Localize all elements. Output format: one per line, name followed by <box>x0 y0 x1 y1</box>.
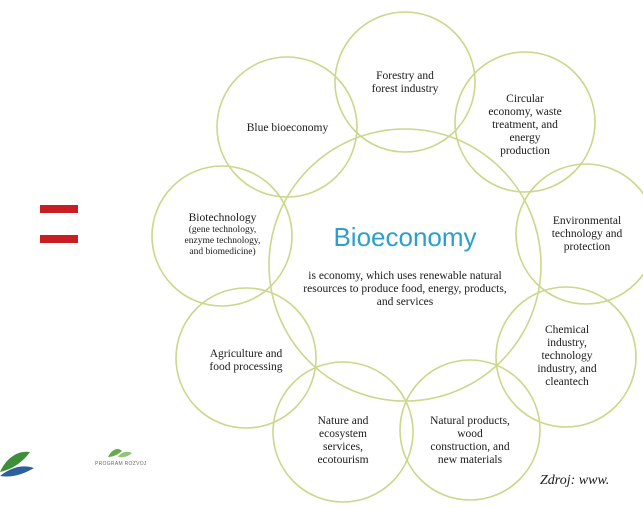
partner-logo-icon <box>0 451 34 477</box>
equals-sign-bottom-bar <box>40 235 78 243</box>
center-description: is economy, which uses renewable natural… <box>303 270 507 308</box>
circle-environmental <box>515 163 643 305</box>
center-title: Bioeconomy <box>333 222 477 252</box>
program-logo-icon <box>108 449 132 458</box>
circle-chemical <box>495 286 637 428</box>
central-circle <box>268 128 542 402</box>
label-blue-bioeconomy: Blue bioeconomy <box>246 122 329 134</box>
circle-agriculture <box>175 287 317 429</box>
circle-nature-ecosystem <box>272 361 414 503</box>
circle-biotechnology <box>151 165 293 307</box>
circle-natural-products <box>399 359 541 501</box>
label-biotechnology: Biotechnology (gene technology, enzyme t… <box>184 212 261 257</box>
program-logo-text: PROGRAM ROZVOJ <box>95 461 147 467</box>
circle-forestry <box>334 11 476 153</box>
circle-blue-bioeconomy <box>216 56 358 198</box>
equals-sign-top-bar <box>40 205 78 213</box>
source-caption: Zdroj: www. <box>540 473 610 488</box>
circle-circular-economy <box>454 51 596 193</box>
